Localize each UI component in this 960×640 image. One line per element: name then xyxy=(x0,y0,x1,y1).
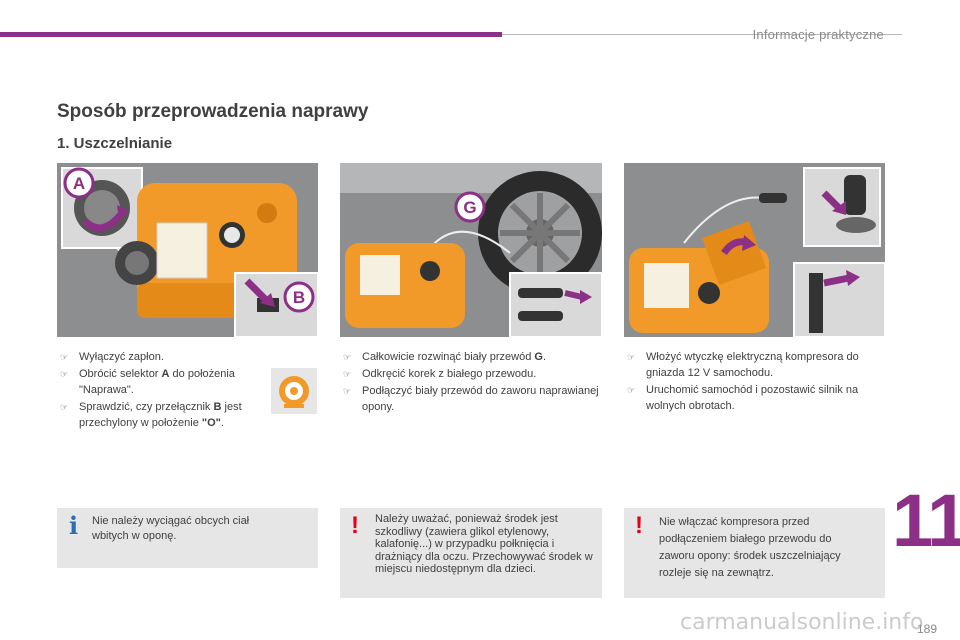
label-g: G xyxy=(463,198,476,217)
step-item: ☞ Sprawdzić, czy przełącznik B jest przec… xyxy=(57,399,257,431)
header-divider xyxy=(502,34,902,35)
step-text: Włożyć wtyczkę elektryczną kompresora do… xyxy=(646,351,859,379)
info-note-text: Nie należy wyciągać obcych ciał wbitych … xyxy=(92,515,250,542)
steps-column-2: ☞ Całkowicie rozwinąć biały przewód G. ☞ O… xyxy=(340,349,602,416)
info-note: i Nie należy wyciągać obcych ciał wbityc… xyxy=(57,508,318,568)
step-text: Obrócić selektor xyxy=(79,368,162,380)
warning-note-toxic: ! Należy uważać, ponieważ środek jest sz… xyxy=(340,508,602,598)
chapter-number: 11 xyxy=(892,479,960,562)
step-text: Całkowicie rozwinąć biały przewód xyxy=(362,351,535,363)
step-text: Uruchomić samochód i pozostawić silnik n… xyxy=(646,384,859,412)
step-text: Sprawdzić, czy przełącznik xyxy=(79,401,214,413)
figure-tyre-hose: G xyxy=(340,163,602,337)
socket-illustration xyxy=(624,163,885,337)
step-item: ☞ Odkręcić korek z białego przewodu. xyxy=(340,366,602,382)
bullet-marker-icon: ☞ xyxy=(627,385,636,395)
step-item: ☞ Obrócić selektor A do położenia "Napraw… xyxy=(57,366,257,398)
bullet-marker-icon: ☞ xyxy=(343,352,352,362)
step-item: ☞ Uruchomić samochód i pozostawić silnik … xyxy=(624,382,880,414)
step-text-bold: A xyxy=(161,368,170,380)
header-accent-bar xyxy=(0,32,502,37)
bullet-marker-icon: ☞ xyxy=(343,386,352,396)
bullet-marker-icon: ☞ xyxy=(60,352,69,362)
bullet-marker-icon: ☞ xyxy=(343,369,352,379)
warning-note-compressor: ! Nie włączać kompresora przed podłączen… xyxy=(624,508,885,598)
step-text-bold: B xyxy=(213,401,222,413)
tyre-hose-illustration: G xyxy=(340,163,602,337)
header-title: Informacje praktyczne xyxy=(752,27,884,42)
warning-icon: ! xyxy=(635,512,643,539)
section-title: Sposób przeprowadzenia naprawy xyxy=(57,101,369,122)
step-text: Wyłączyć zapłon. xyxy=(79,351,164,363)
label-b: B xyxy=(293,288,305,307)
step-text: Odkręcić korek z białego przewodu. xyxy=(362,368,537,380)
warning-icon: ! xyxy=(351,512,359,539)
bullet-marker-icon: ☞ xyxy=(60,402,69,412)
warning-note-text: Należy uważać, ponieważ środek jest szko… xyxy=(375,513,593,575)
step-item: ☞ Podłączyć biały przewód do zaworu napra… xyxy=(340,383,602,415)
figure-12v-socket xyxy=(624,163,885,337)
bullet-marker-icon: ☞ xyxy=(627,352,636,362)
step-text-bold: "O" xyxy=(201,417,221,429)
step-text: Podłączyć biały przewód do zaworu napraw… xyxy=(362,385,599,413)
label-a: A xyxy=(73,174,85,193)
step-item: ☞ Całkowicie rozwinąć biały przewód G. xyxy=(340,349,602,365)
compressor-selector-illustration: A B xyxy=(57,163,318,337)
step-item: ☞ Wyłączyć zapłon. xyxy=(57,349,257,365)
step-item: ☞ Włożyć wtyczkę elektryczną kompresora d… xyxy=(624,349,880,381)
step-text: do położenia "Naprawa". xyxy=(79,368,235,396)
page-number: 189 xyxy=(917,622,938,636)
info-icon: i xyxy=(69,511,79,540)
step-text: jest przechylony w położenie xyxy=(79,401,242,429)
sub-title: 1. Uszczelnianie xyxy=(57,135,173,152)
steps-column-1: ☞ Wyłączyć zapłon. ☞ Obrócić selektor A do… xyxy=(57,349,257,432)
watermark: carmanualsonline.info xyxy=(680,610,924,635)
figure-compressor-selector: A B xyxy=(57,163,318,337)
steps-column-3: ☞ Włożyć wtyczkę elektryczną kompresora d… xyxy=(624,349,880,415)
bullet-marker-icon: ☞ xyxy=(60,369,69,379)
step-text: . xyxy=(542,351,547,363)
warning-note-text: Nie włączać kompresora przed podłączenie… xyxy=(659,516,841,579)
selector-position-icon xyxy=(271,368,317,414)
step-text: . xyxy=(220,417,224,429)
step-text-bold: G xyxy=(534,351,543,363)
